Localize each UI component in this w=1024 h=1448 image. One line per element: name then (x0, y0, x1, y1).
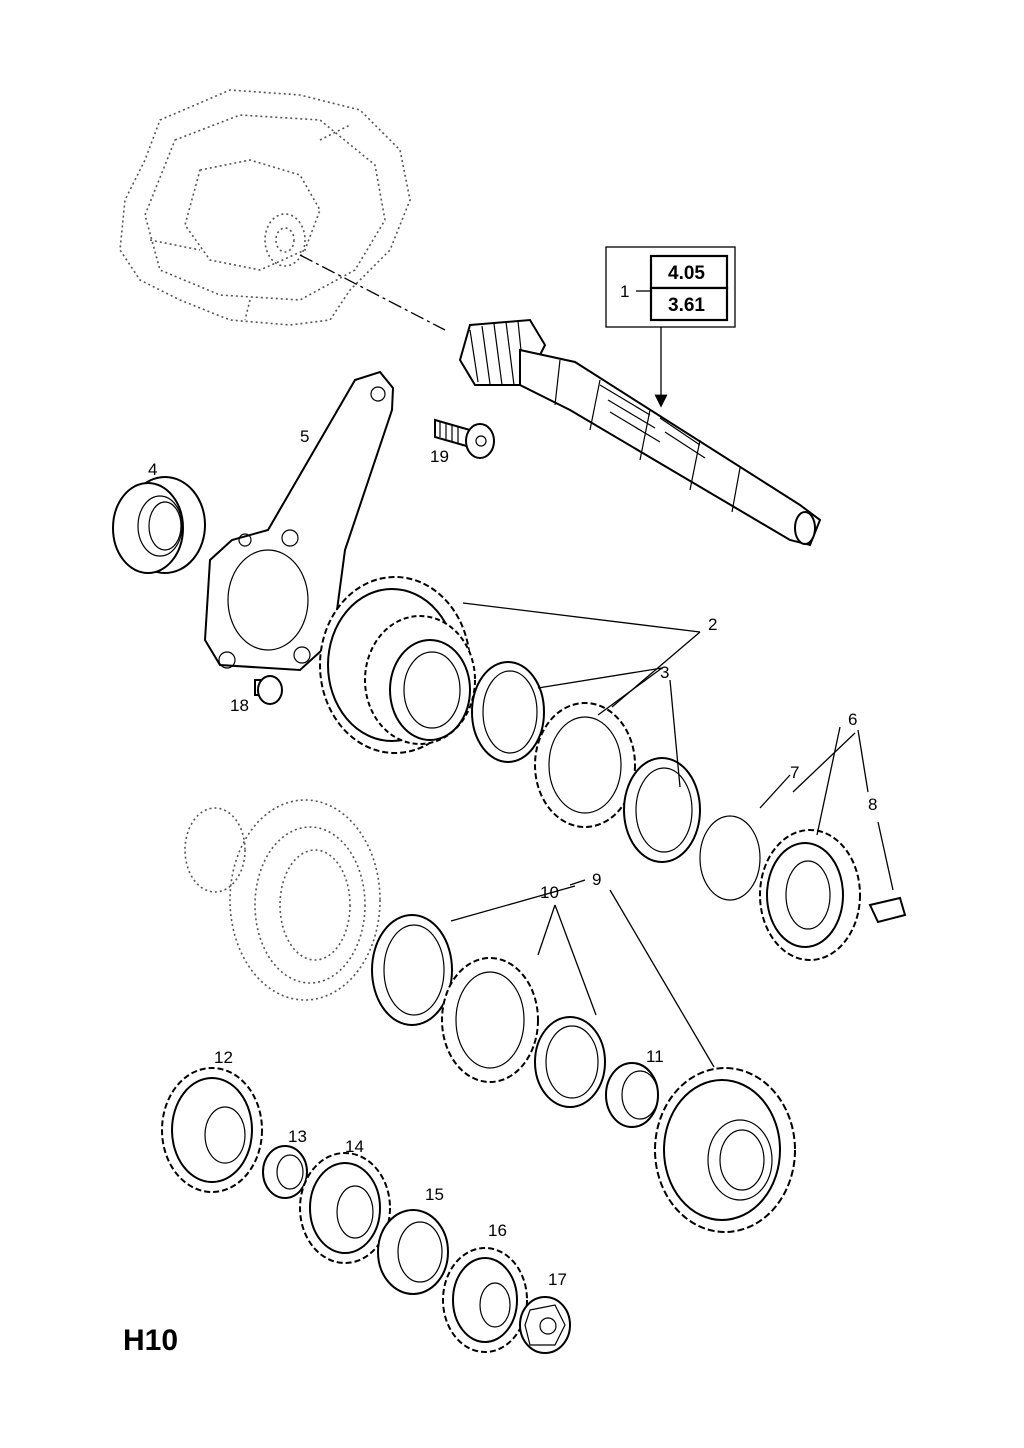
part-7-circlip (699, 815, 761, 901)
ref-code-2: 3.61 (668, 295, 705, 316)
part-18-screw (254, 675, 283, 705)
callout-2: 2 (708, 615, 717, 634)
part-17-nut (519, 1296, 571, 1354)
callout-18: 18 (230, 696, 249, 715)
callout-17: 17 (548, 1270, 567, 1289)
callout-11: 11 (646, 1047, 664, 1066)
callout-6: 6 (848, 710, 857, 729)
part-9-gear (654, 1067, 796, 1233)
part-4-bearing (112, 476, 206, 574)
callout-12: 12 (214, 1048, 233, 1067)
transmission-housing-outline (119, 89, 411, 326)
diagram-code: H10 (123, 1324, 178, 1357)
ref-code-1: 4.05 (668, 263, 705, 284)
callout-13: 13 (288, 1127, 307, 1146)
part-14-gear (299, 1152, 391, 1264)
part-13-bushing (262, 1145, 308, 1199)
part-19-bolt (434, 418, 495, 459)
part-10-synchro-rings (371, 914, 606, 1108)
part-16-gear (442, 1247, 528, 1353)
callout-14: 14 (345, 1137, 364, 1156)
callout-8: 8 (868, 795, 877, 814)
housing-centerline (299, 254, 446, 331)
leader-lines (450, 602, 894, 1068)
main-shaft (458, 318, 822, 547)
callout-16: 16 (488, 1221, 507, 1240)
part-6-synchro-hub (759, 829, 861, 961)
part-8-key (868, 896, 907, 924)
ghost-gear (184, 799, 381, 1001)
callout-10: 10 (540, 883, 559, 902)
part-15-bearing (377, 1209, 449, 1295)
part-11-needle-bearing (605, 1062, 659, 1128)
part-12-gear (161, 1067, 263, 1193)
reference-box: 1 4.05 3.61 (605, 246, 736, 408)
callout-19: 19 (430, 447, 449, 466)
callout-9: 9 (592, 870, 601, 889)
part-2-gear-pair (319, 576, 476, 754)
ref-box-item-number: 1 (620, 282, 629, 301)
callout-15: 15 (425, 1185, 444, 1204)
callout-5: 5 (300, 427, 309, 446)
callout-7: 7 (790, 763, 799, 782)
callout-3: 3 (660, 663, 669, 682)
part-3-synchro-rings (471, 661, 701, 863)
callout-4: 4 (148, 460, 157, 479)
part-5-bracket (203, 370, 395, 672)
callouts: 2 3 4 5 6 7 8 9 10 11 12 13 14 15 16 17 … (148, 427, 877, 1289)
